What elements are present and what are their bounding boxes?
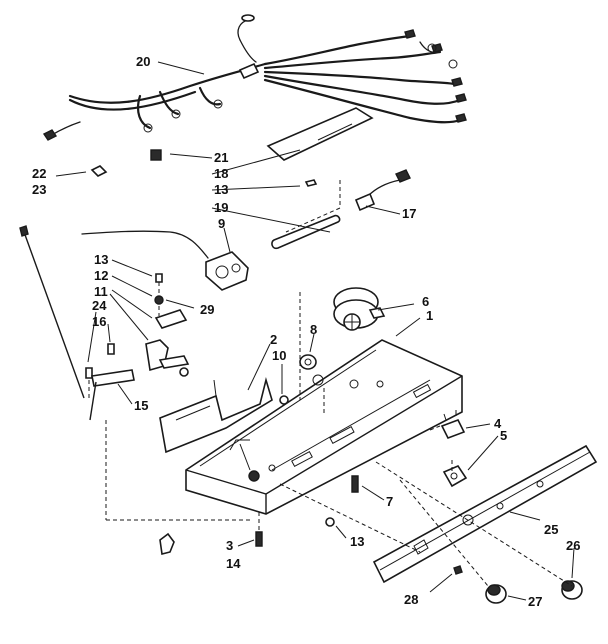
callout-2: 2 bbox=[270, 332, 277, 347]
callout-3: 3 bbox=[226, 538, 233, 553]
callout-5: 5 bbox=[500, 428, 507, 443]
alignment-lines bbox=[105, 292, 573, 587]
callout-13-left: 13 bbox=[94, 252, 108, 267]
part-1-control-housing bbox=[185, 339, 463, 515]
callout-29: 29 bbox=[200, 302, 214, 317]
callout-26: 26 bbox=[566, 538, 580, 553]
callout-10: 10 bbox=[272, 348, 286, 363]
part-6-timer bbox=[333, 287, 386, 331]
wiring-harness-20 bbox=[42, 14, 467, 141]
callout-1: 1 bbox=[426, 308, 433, 323]
callout-11: 11 bbox=[94, 284, 108, 299]
part-14-clip bbox=[159, 532, 175, 555]
part-26-knob bbox=[561, 580, 583, 600]
callout-20: 20 bbox=[136, 54, 150, 69]
callout-24: 24 bbox=[92, 298, 107, 313]
callout-8: 8 bbox=[310, 322, 317, 337]
callout-12: 12 bbox=[94, 268, 108, 283]
callout-9: 9 bbox=[218, 216, 225, 231]
callout-17: 17 bbox=[402, 206, 416, 221]
part-25-panel bbox=[372, 444, 598, 584]
left-hardware-stack bbox=[85, 273, 190, 421]
callout-7: 7 bbox=[386, 494, 393, 509]
callout-4: 4 bbox=[494, 416, 502, 431]
callout-15: 15 bbox=[134, 398, 148, 413]
callout-21: 21 bbox=[214, 150, 228, 165]
part-4-switch bbox=[440, 410, 466, 440]
callout-22: 22 bbox=[32, 166, 46, 181]
part-3-screw bbox=[255, 512, 263, 547]
callout-18: 18 bbox=[214, 166, 228, 181]
part-13-screw-bottom bbox=[325, 517, 335, 527]
part-21-clip bbox=[150, 149, 162, 161]
callout-19: 19 bbox=[214, 200, 228, 215]
leader-lines bbox=[55, 61, 575, 601]
callout-14: 14 bbox=[226, 556, 241, 571]
callout-6: 6 bbox=[422, 294, 429, 309]
callout-labels: 20 21 18 22 23 13 19 17 9 13 12 11 29 24… bbox=[32, 54, 580, 609]
callout-25: 25 bbox=[544, 522, 558, 537]
part-2-bracket bbox=[159, 376, 273, 454]
callout-27: 27 bbox=[528, 594, 542, 609]
part-28-spring bbox=[453, 565, 463, 575]
callout-13-bottom: 13 bbox=[350, 534, 364, 549]
part-27-knob bbox=[485, 584, 507, 604]
callout-28: 28 bbox=[404, 592, 418, 607]
part-23-capillary bbox=[19, 225, 85, 399]
part-22-clip bbox=[90, 165, 108, 177]
part-17-sensor bbox=[285, 169, 411, 233]
part-5-socket bbox=[442, 465, 468, 488]
part-7-screw bbox=[351, 475, 359, 493]
part-19-tube bbox=[271, 214, 341, 250]
part-18-cover bbox=[266, 107, 374, 161]
callout-23: 23 bbox=[32, 182, 46, 197]
callout-13-top: 13 bbox=[214, 182, 228, 197]
part-13-screw-top bbox=[304, 179, 318, 187]
callout-16: 16 bbox=[92, 314, 106, 329]
part-8-grommet bbox=[299, 354, 317, 370]
part-9-thermostat bbox=[81, 230, 249, 291]
